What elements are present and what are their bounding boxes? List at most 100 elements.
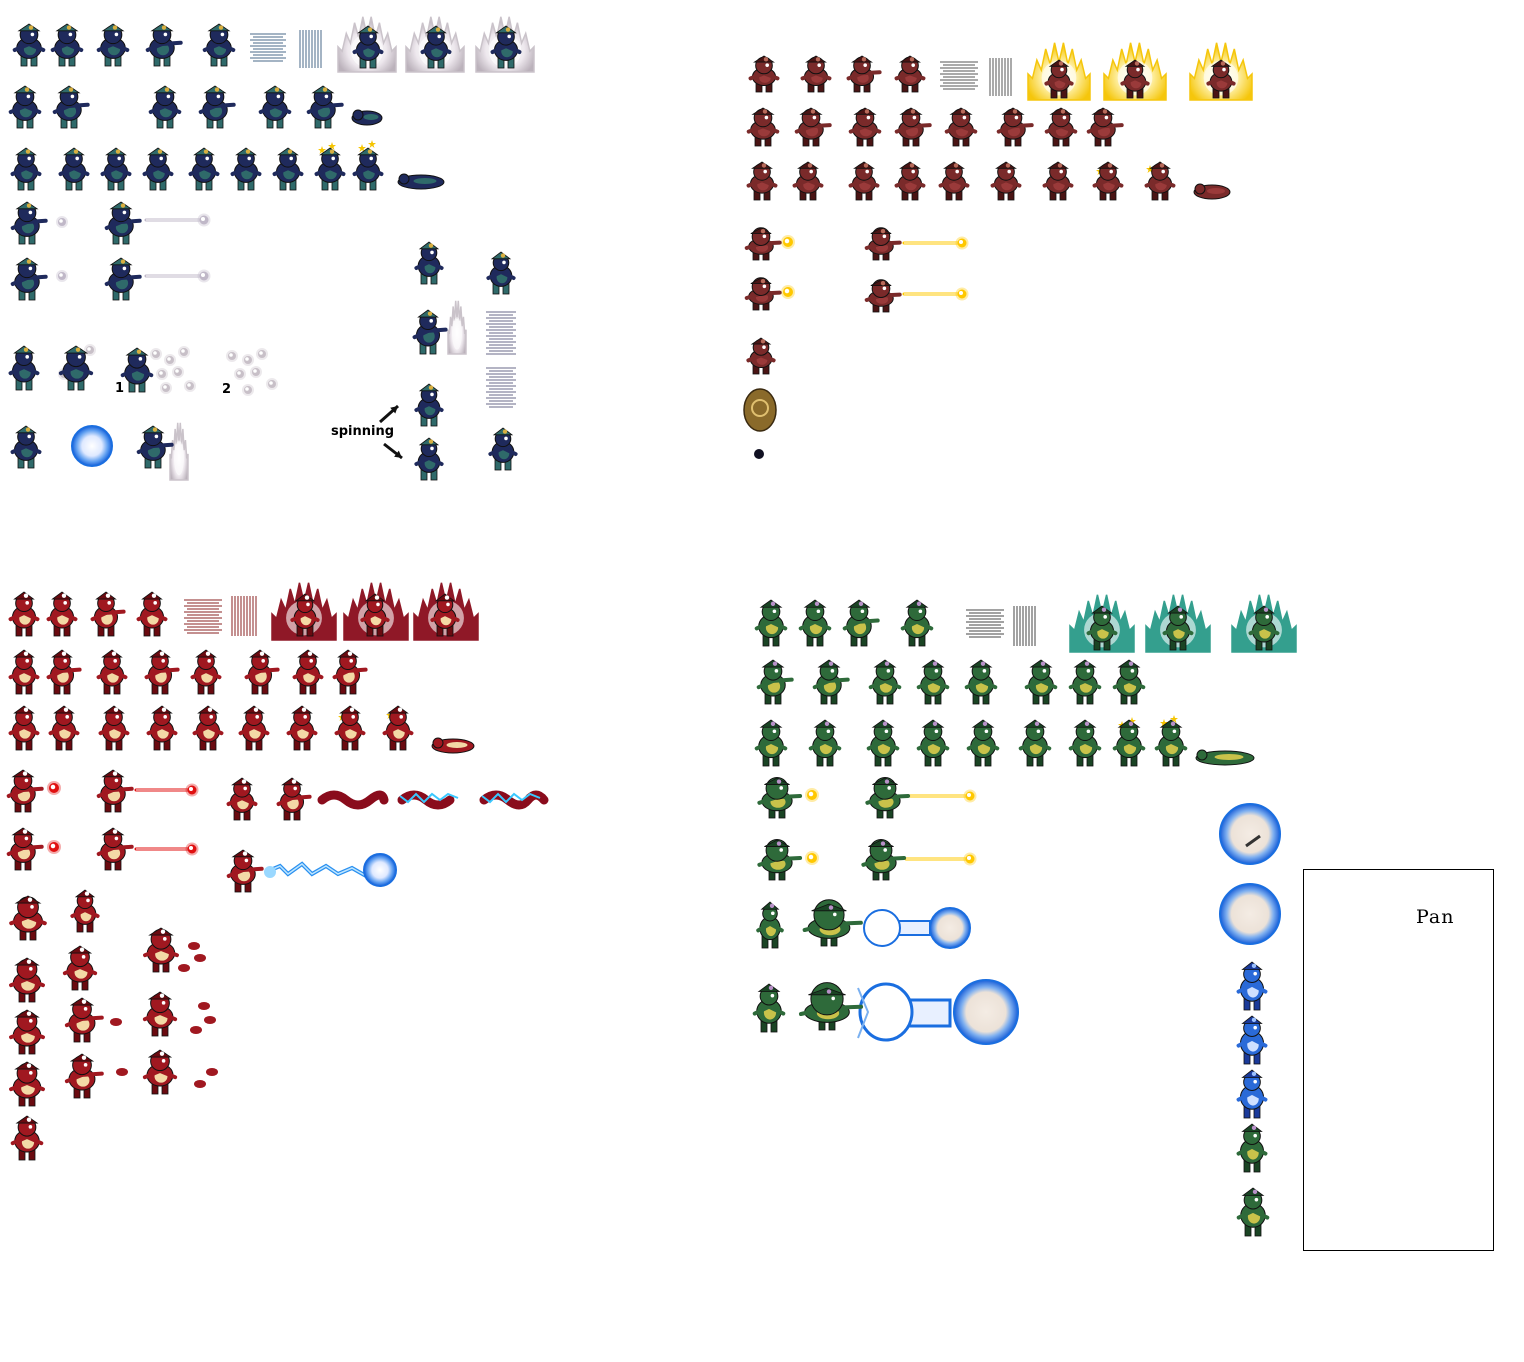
character-sprite-icon <box>996 107 1034 147</box>
character-sprite-icon <box>64 997 104 1043</box>
character-sprite-icon <box>142 147 174 191</box>
character-sprite-icon <box>894 55 926 93</box>
character-sprite-icon <box>1236 1015 1268 1065</box>
character-sprite-icon <box>190 649 222 695</box>
character-sprite-icon <box>90 591 126 637</box>
ki-blast-icon <box>781 235 795 249</box>
character-sprite-icon <box>8 591 40 637</box>
ki-blast-icon <box>805 788 819 802</box>
character-sprite-icon <box>1144 161 1176 201</box>
frame-number-1: 1 <box>115 381 125 396</box>
character-sprite-icon <box>1236 1123 1268 1173</box>
character-sprite-icon <box>848 161 880 201</box>
ki-blast-icon <box>156 368 168 380</box>
ki-blast-icon <box>164 354 176 366</box>
character-sprite-icon <box>486 251 516 295</box>
speed-lines-icon <box>966 609 1004 638</box>
ki-blast-icon <box>185 783 199 797</box>
debris-chunk <box>198 1002 210 1010</box>
character-sprite-icon <box>1112 659 1146 705</box>
character-sprite-icon <box>1112 719 1146 767</box>
character-sprite-icon <box>964 659 998 705</box>
ki-blast-icon <box>197 213 211 227</box>
character-sprite-icon <box>48 705 80 751</box>
fire-wave-effect <box>317 790 549 810</box>
ki-blast-icon <box>963 852 977 866</box>
character-sprite-icon <box>754 719 788 767</box>
dizzy-stars-icon <box>358 140 376 152</box>
debris-chunk <box>178 964 190 972</box>
character-sprite-icon <box>292 649 324 695</box>
ki-blast-icon <box>781 285 795 299</box>
ki-blast-icon <box>955 236 969 250</box>
character-sprite-icon <box>96 23 130 67</box>
character-sprite-icon <box>1162 605 1194 651</box>
character-sprite-icon <box>62 945 98 991</box>
ki-blast-icon <box>56 216 68 228</box>
character-sprite-icon <box>744 277 782 311</box>
debris-chunk <box>204 1016 216 1024</box>
character-sprite-icon <box>748 55 780 93</box>
character-sprite-icon <box>143 927 179 973</box>
character-sprite-icon <box>202 23 236 67</box>
debris-chunk <box>190 1026 202 1034</box>
character-sprite-icon <box>868 659 902 705</box>
character-sprite-icon <box>334 705 366 751</box>
dizzy-stars-icon <box>318 142 336 154</box>
character-sprite-icon <box>916 659 950 705</box>
character-sprite-icon <box>98 705 130 751</box>
character-sprite-icon <box>10 147 42 191</box>
ki-blast-icon <box>266 378 278 390</box>
character-sprite-icon <box>861 838 907 881</box>
character-sprite-icon <box>757 838 803 881</box>
character-sprite-icon <box>306 85 344 129</box>
debris-chunk <box>206 1068 218 1076</box>
character-sprite-icon <box>6 827 44 871</box>
spinning-label: spinning <box>331 424 395 439</box>
character-sprite-icon <box>9 1009 45 1055</box>
speed-lines-icon <box>989 58 1012 96</box>
power-aura-icon <box>169 422 189 481</box>
character-sprite-icon <box>382 705 414 751</box>
character-sprite-icon <box>1044 107 1078 147</box>
ki-blast-icon <box>178 346 190 358</box>
character-sprite-icon <box>238 705 270 751</box>
speed-lines-icon <box>231 596 257 636</box>
curled-ball-sprite <box>743 388 777 432</box>
character-sprite-icon <box>314 147 346 191</box>
character-sprite-icon <box>1120 59 1150 99</box>
character-sprite-icon <box>990 161 1022 201</box>
speed-lines-icon <box>486 367 516 408</box>
character-sprite-icon <box>1086 605 1118 651</box>
ki-blast-icon <box>256 348 268 360</box>
small-dot-projectile <box>754 449 764 459</box>
character-sprite-icon <box>414 437 444 481</box>
dizzy-stars-icon <box>1160 715 1178 727</box>
kamehameha-small <box>863 909 931 947</box>
frame-number-2: 2 <box>222 382 232 397</box>
character-sprite-icon <box>1206 59 1236 99</box>
character-sprite-icon <box>846 55 882 93</box>
character-sprite-icon <box>10 257 48 301</box>
character-sprite-icon <box>272 147 304 191</box>
character-sprite-icon <box>351 109 383 126</box>
character-sprite-icon <box>9 895 47 941</box>
character-sprite-icon <box>58 345 94 391</box>
character-sprite-icon <box>792 161 824 201</box>
character-sprite-icon <box>360 593 390 637</box>
character-sprite-icon <box>430 593 460 637</box>
character-sprite-icon <box>230 147 262 191</box>
character-sprite-icon <box>864 227 902 261</box>
character-sprite-icon <box>8 345 40 391</box>
character-sprite-icon <box>412 309 448 355</box>
speed-lines-icon <box>486 311 516 355</box>
character-sprite-icon <box>938 161 970 201</box>
pan-panel <box>1303 869 1494 1251</box>
ki-blast-icon <box>197 269 211 283</box>
character-sprite-icon <box>1154 719 1188 767</box>
arrow-icon <box>383 442 403 460</box>
ki-blast-icon <box>963 789 977 803</box>
character-sprite-icon <box>148 85 182 129</box>
character-sprite-icon <box>1042 161 1074 201</box>
character-sprite-icon <box>58 147 90 191</box>
